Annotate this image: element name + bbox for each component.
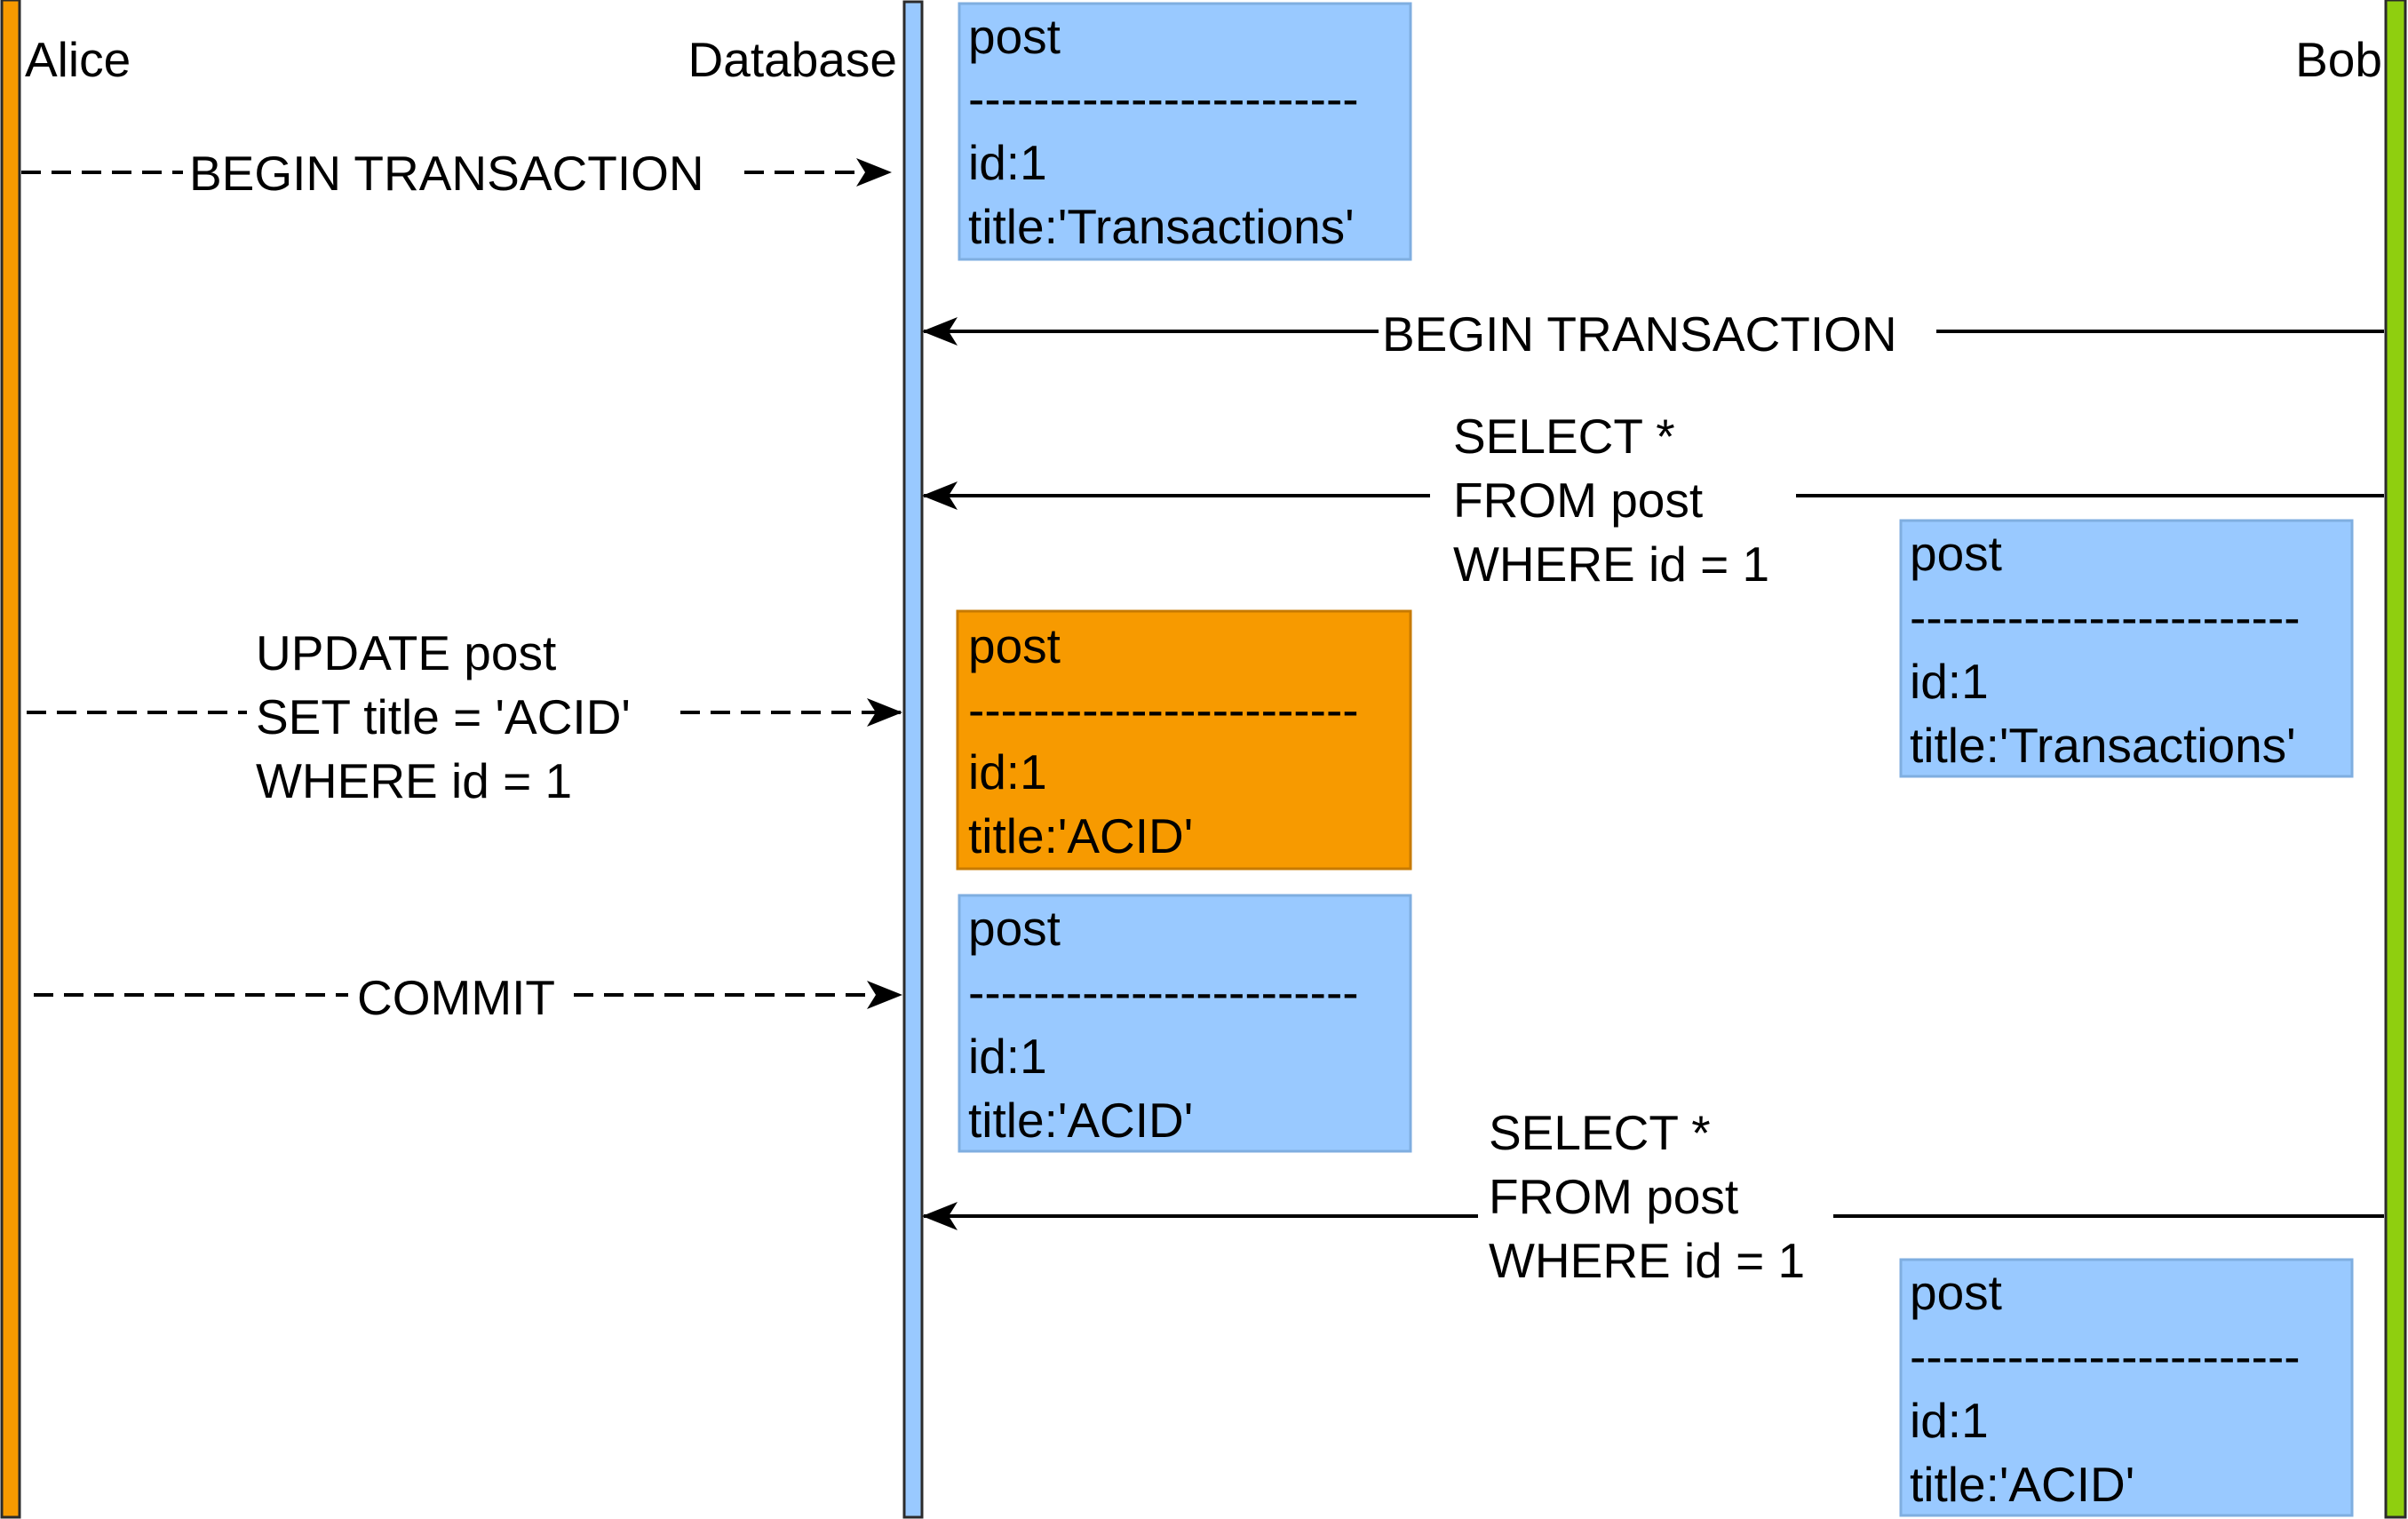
record-box-background	[956, 609, 1412, 871]
record-separator: ------------------------	[968, 682, 1359, 737]
record-box-background	[958, 2, 1412, 261]
record-id: id:1	[1910, 1393, 1989, 1448]
bob-lifeline	[2384, 0, 2407, 1519]
record-id: id:1	[968, 1029, 1047, 1084]
record-separator: ------------------------	[968, 965, 1359, 1020]
record-table-name: post	[1910, 1265, 2002, 1320]
alice-update-line-1: UPDATE post	[256, 625, 556, 680]
record-id: id:1	[1910, 654, 1989, 709]
record-title: title:'ACID'	[968, 1093, 1193, 1148]
record-table-name: post	[1910, 526, 2002, 581]
alice-begin-label: BEGIN TRANSACTION	[189, 146, 704, 201]
participant-alice-label: Alice	[25, 32, 131, 87]
record-box-background	[1899, 1258, 2354, 1517]
record-title: title:'ACID'	[1910, 1457, 2134, 1512]
record-separator: ------------------------	[1910, 590, 2301, 645]
bob-select2-line-1: SELECT *	[1489, 1105, 1711, 1160]
record-box-background	[958, 894, 1412, 1153]
record-table-name: post	[968, 9, 1061, 64]
record-table-name: post	[968, 901, 1061, 956]
bob-select2-line-2: FROM post	[1489, 1169, 1738, 1224]
bob-begin-label: BEGIN TRANSACTION	[1382, 306, 1897, 362]
alice-commit-label: COMMIT	[357, 970, 555, 1025]
alice-update-line-2: SET title = 'ACID'	[256, 689, 631, 744]
record-separator: ------------------------	[1910, 1329, 2301, 1384]
record-title: title:'Transactions'	[968, 199, 1355, 254]
participant-bob-label: Bob	[2295, 32, 2382, 87]
record-title: title:'Transactions'	[1910, 718, 2296, 773]
db-committed-record-box: post ------------------------ id:1 title…	[958, 894, 1412, 1153]
bob-select1-line-1: SELECT *	[1453, 409, 1675, 464]
db-uncommitted-record-box: post ------------------------ id:1 title…	[956, 609, 1412, 871]
db-initial-record-box: post ------------------------ id:1 title…	[958, 2, 1412, 261]
bob-select2-line-3: WHERE id = 1	[1489, 1233, 1805, 1288]
alice-lifeline	[0, 0, 21, 1519]
database-lifeline	[902, 0, 924, 1519]
bob-read2-record-box: post ------------------------ id:1 title…	[1899, 1258, 2354, 1517]
record-separator: ------------------------	[968, 71, 1359, 126]
record-box-background	[1899, 519, 2354, 778]
record-table-name: post	[968, 618, 1061, 673]
record-title: title:'ACID'	[968, 808, 1193, 863]
alice-update-line-3: WHERE id = 1	[256, 753, 572, 808]
participant-database-label: Database	[688, 32, 897, 87]
record-id: id:1	[968, 744, 1047, 799]
bob-select1-line-2: FROM post	[1453, 473, 1703, 528]
record-id: id:1	[968, 135, 1047, 190]
bob-read1-record-box: post ------------------------ id:1 title…	[1899, 519, 2354, 778]
bob-select1-line-3: WHERE id = 1	[1453, 537, 1769, 592]
